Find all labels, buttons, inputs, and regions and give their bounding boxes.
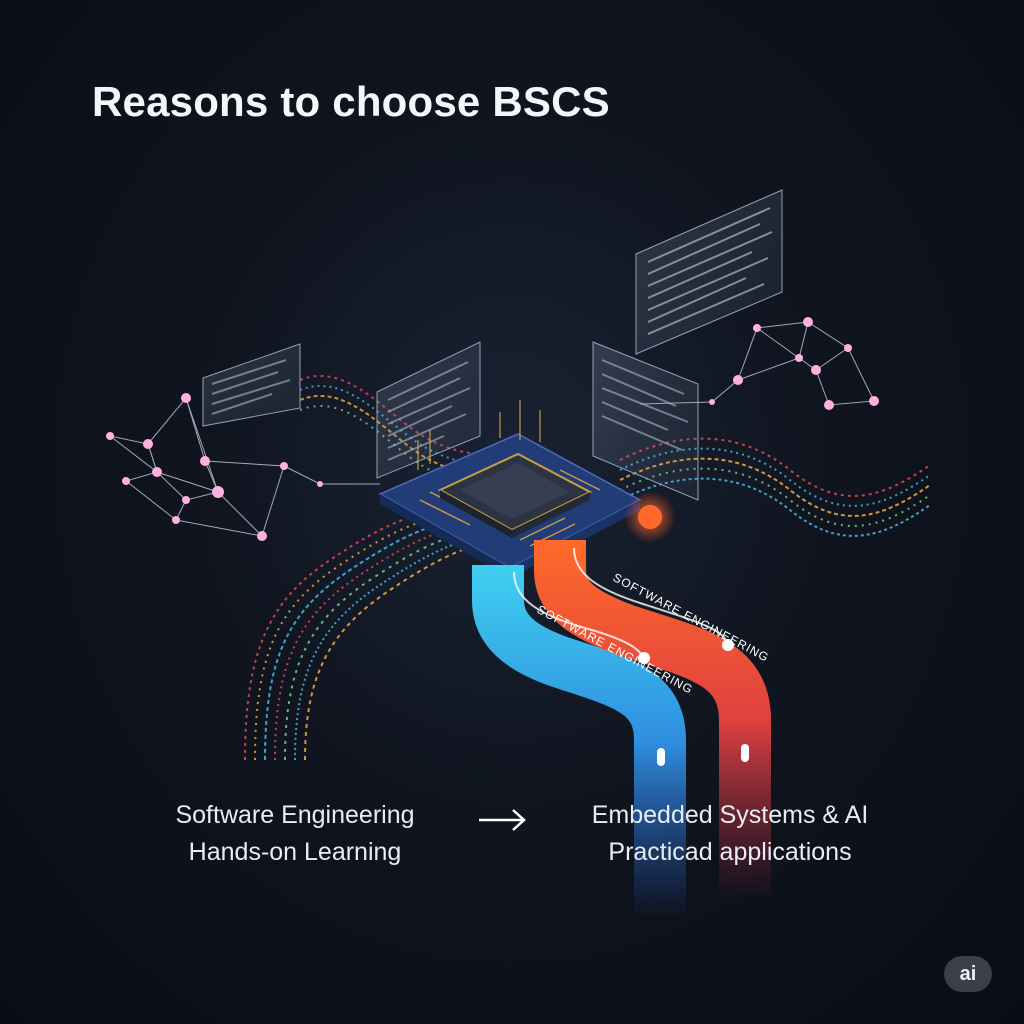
code-panel-center-right bbox=[592, 341, 699, 501]
ai-badge: ai bbox=[944, 956, 992, 992]
right-caption-line2: Practicad applications bbox=[608, 838, 852, 866]
page-title: Reasons to choose BSCS bbox=[92, 78, 610, 125]
red-path bbox=[534, 540, 771, 900]
left-network-nodes bbox=[106, 393, 323, 541]
chip-pins bbox=[417, 400, 541, 470]
right-caption: Embedded Systems & AI Practicad applicat… bbox=[560, 797, 900, 871]
red-path-dot bbox=[722, 639, 734, 651]
code-panel-top-right bbox=[635, 189, 783, 355]
processor-chip bbox=[437, 452, 593, 538]
left-caption-line2: Hands-on Learning bbox=[188, 838, 402, 866]
left-caption: Software Engineering Hands-on Learning bbox=[140, 797, 450, 871]
code-panel-center-left bbox=[376, 341, 481, 479]
glow-node-core bbox=[638, 505, 662, 529]
code-panel-left bbox=[202, 343, 301, 427]
right-arrow-icon bbox=[479, 809, 526, 831]
blue-path-dot bbox=[638, 652, 650, 664]
red-path-marker bbox=[741, 744, 749, 762]
left-caption-line1: Software Engineering bbox=[175, 801, 415, 829]
right-caption-line1: Embedded Systems & AI bbox=[591, 801, 869, 829]
right-network-nodes bbox=[709, 317, 879, 410]
blue-path-marker bbox=[657, 748, 665, 766]
blue-path bbox=[472, 565, 686, 920]
